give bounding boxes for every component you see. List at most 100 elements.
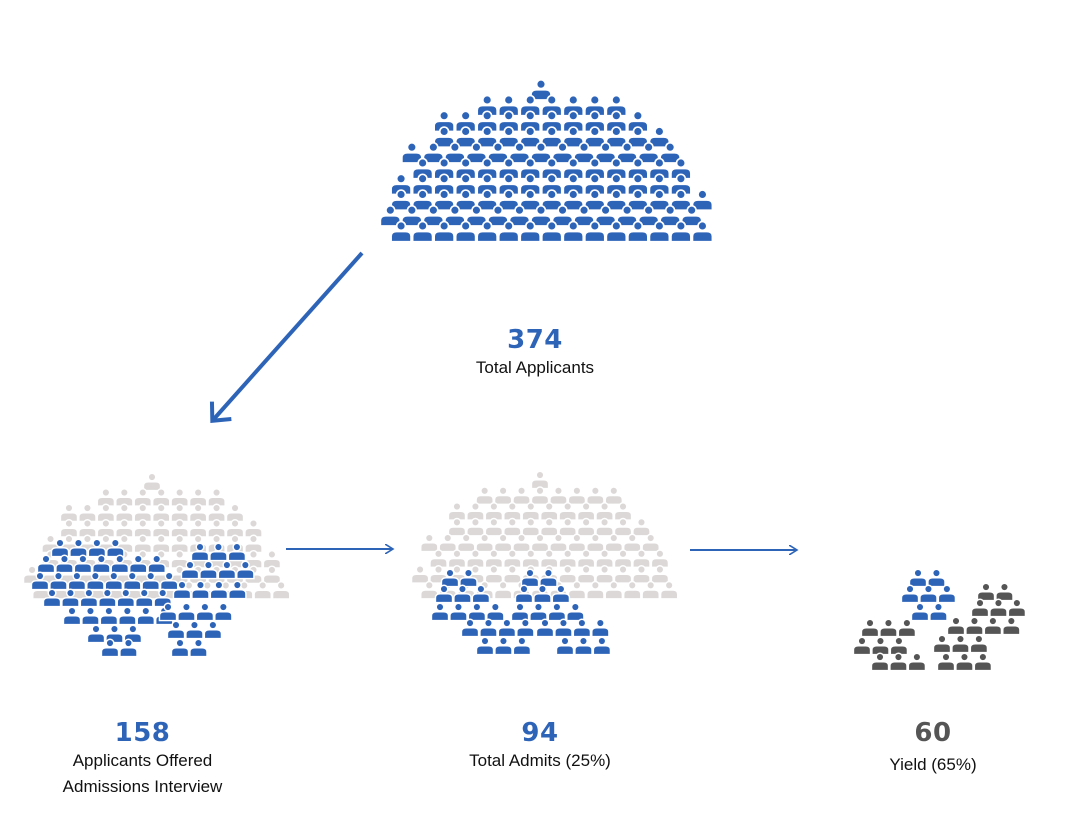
person-icon [209, 580, 229, 600]
person-icon [116, 588, 136, 608]
person-icon [594, 141, 617, 164]
person-icon [151, 488, 171, 507]
person-icon [595, 549, 614, 569]
person-icon [430, 602, 450, 622]
stat-label: Total Applicants [475, 358, 595, 377]
person-icon [613, 502, 633, 521]
person-icon [115, 519, 134, 538]
person-icon [622, 533, 642, 553]
stat-interview-offered: 158 Applicants Offered Admissions Interv… [30, 718, 255, 800]
person-icon [99, 606, 119, 626]
person-icon [558, 549, 577, 569]
person-icon [433, 126, 455, 149]
person-icon [637, 204, 660, 227]
person-icon [659, 204, 681, 227]
stat-label: Applicants Offered [72, 751, 213, 770]
person-icon [516, 618, 535, 638]
person-icon [271, 580, 291, 600]
person-icon [508, 141, 531, 164]
person-icon [96, 519, 116, 538]
person-icon [217, 560, 237, 580]
person-icon [133, 519, 153, 538]
person-icon [172, 580, 192, 600]
person-icon [551, 204, 574, 227]
person-icon [605, 126, 628, 149]
person-icon [133, 488, 153, 507]
person-icon [520, 568, 540, 588]
person-icon [932, 634, 952, 654]
person-icon [195, 602, 215, 622]
person-icon [983, 616, 1003, 636]
person-icon [466, 517, 485, 537]
person-icon [551, 141, 574, 164]
person-icon [650, 565, 670, 584]
person-icon [691, 189, 714, 212]
person-icon [86, 571, 105, 591]
person-icon [512, 636, 532, 656]
stat-value: 94 [521, 718, 559, 748]
person-icon [433, 189, 455, 212]
person-icon [494, 636, 513, 656]
crowd-graphics [22, 78, 1027, 672]
person-icon [141, 571, 160, 591]
person-icon [433, 220, 455, 243]
person-icon [465, 204, 488, 227]
person-icon [616, 141, 638, 164]
person-icon [586, 580, 605, 600]
person-icon [976, 582, 996, 602]
person-icon [133, 503, 153, 523]
person-icon [49, 571, 68, 591]
person-icon [444, 141, 466, 164]
person-icon [670, 220, 692, 243]
person-icon [497, 220, 520, 243]
person-icon [929, 602, 948, 622]
person-icon [554, 618, 573, 638]
person-icon [73, 554, 93, 574]
person-icon [133, 534, 153, 554]
person-icon [919, 584, 938, 604]
person-icon [110, 554, 130, 574]
person-icon [595, 565, 614, 584]
person-icon [188, 503, 208, 523]
person-icon [648, 220, 671, 243]
person-icon [55, 554, 74, 574]
person-icon [453, 584, 472, 604]
person-icon [96, 503, 116, 523]
person-icon [519, 126, 542, 149]
person-icon [244, 519, 263, 538]
person-icon [613, 517, 633, 537]
person-icon [79, 588, 99, 608]
person-icon [641, 533, 660, 553]
person-icon [189, 638, 208, 658]
person-icon [530, 533, 550, 553]
person-icon [637, 141, 660, 164]
person-icon [604, 486, 624, 506]
person-icon [605, 157, 628, 180]
person-icon [471, 584, 491, 604]
person-icon [965, 616, 984, 636]
stat-value: 374 [507, 325, 563, 355]
stat-value: 60 [914, 718, 952, 748]
person-icon [476, 189, 499, 212]
person-icon [244, 534, 263, 554]
person-icon [897, 618, 917, 638]
person-icon [627, 173, 649, 196]
person-icon [503, 517, 522, 537]
person-icon [549, 486, 568, 506]
person-icon [497, 110, 520, 133]
person-icon [605, 220, 628, 243]
person-icon [627, 189, 649, 212]
person-icon [493, 580, 513, 600]
person-icon [444, 204, 466, 227]
person-icon [889, 636, 909, 656]
person-icon [447, 549, 467, 569]
person-icon [460, 618, 480, 638]
person-icon [521, 549, 541, 569]
person-icon [889, 652, 908, 672]
person-icon [530, 141, 552, 164]
person-icon [973, 652, 993, 672]
person-icon [449, 602, 468, 622]
person-icon [521, 502, 541, 521]
person-icon [493, 486, 513, 506]
